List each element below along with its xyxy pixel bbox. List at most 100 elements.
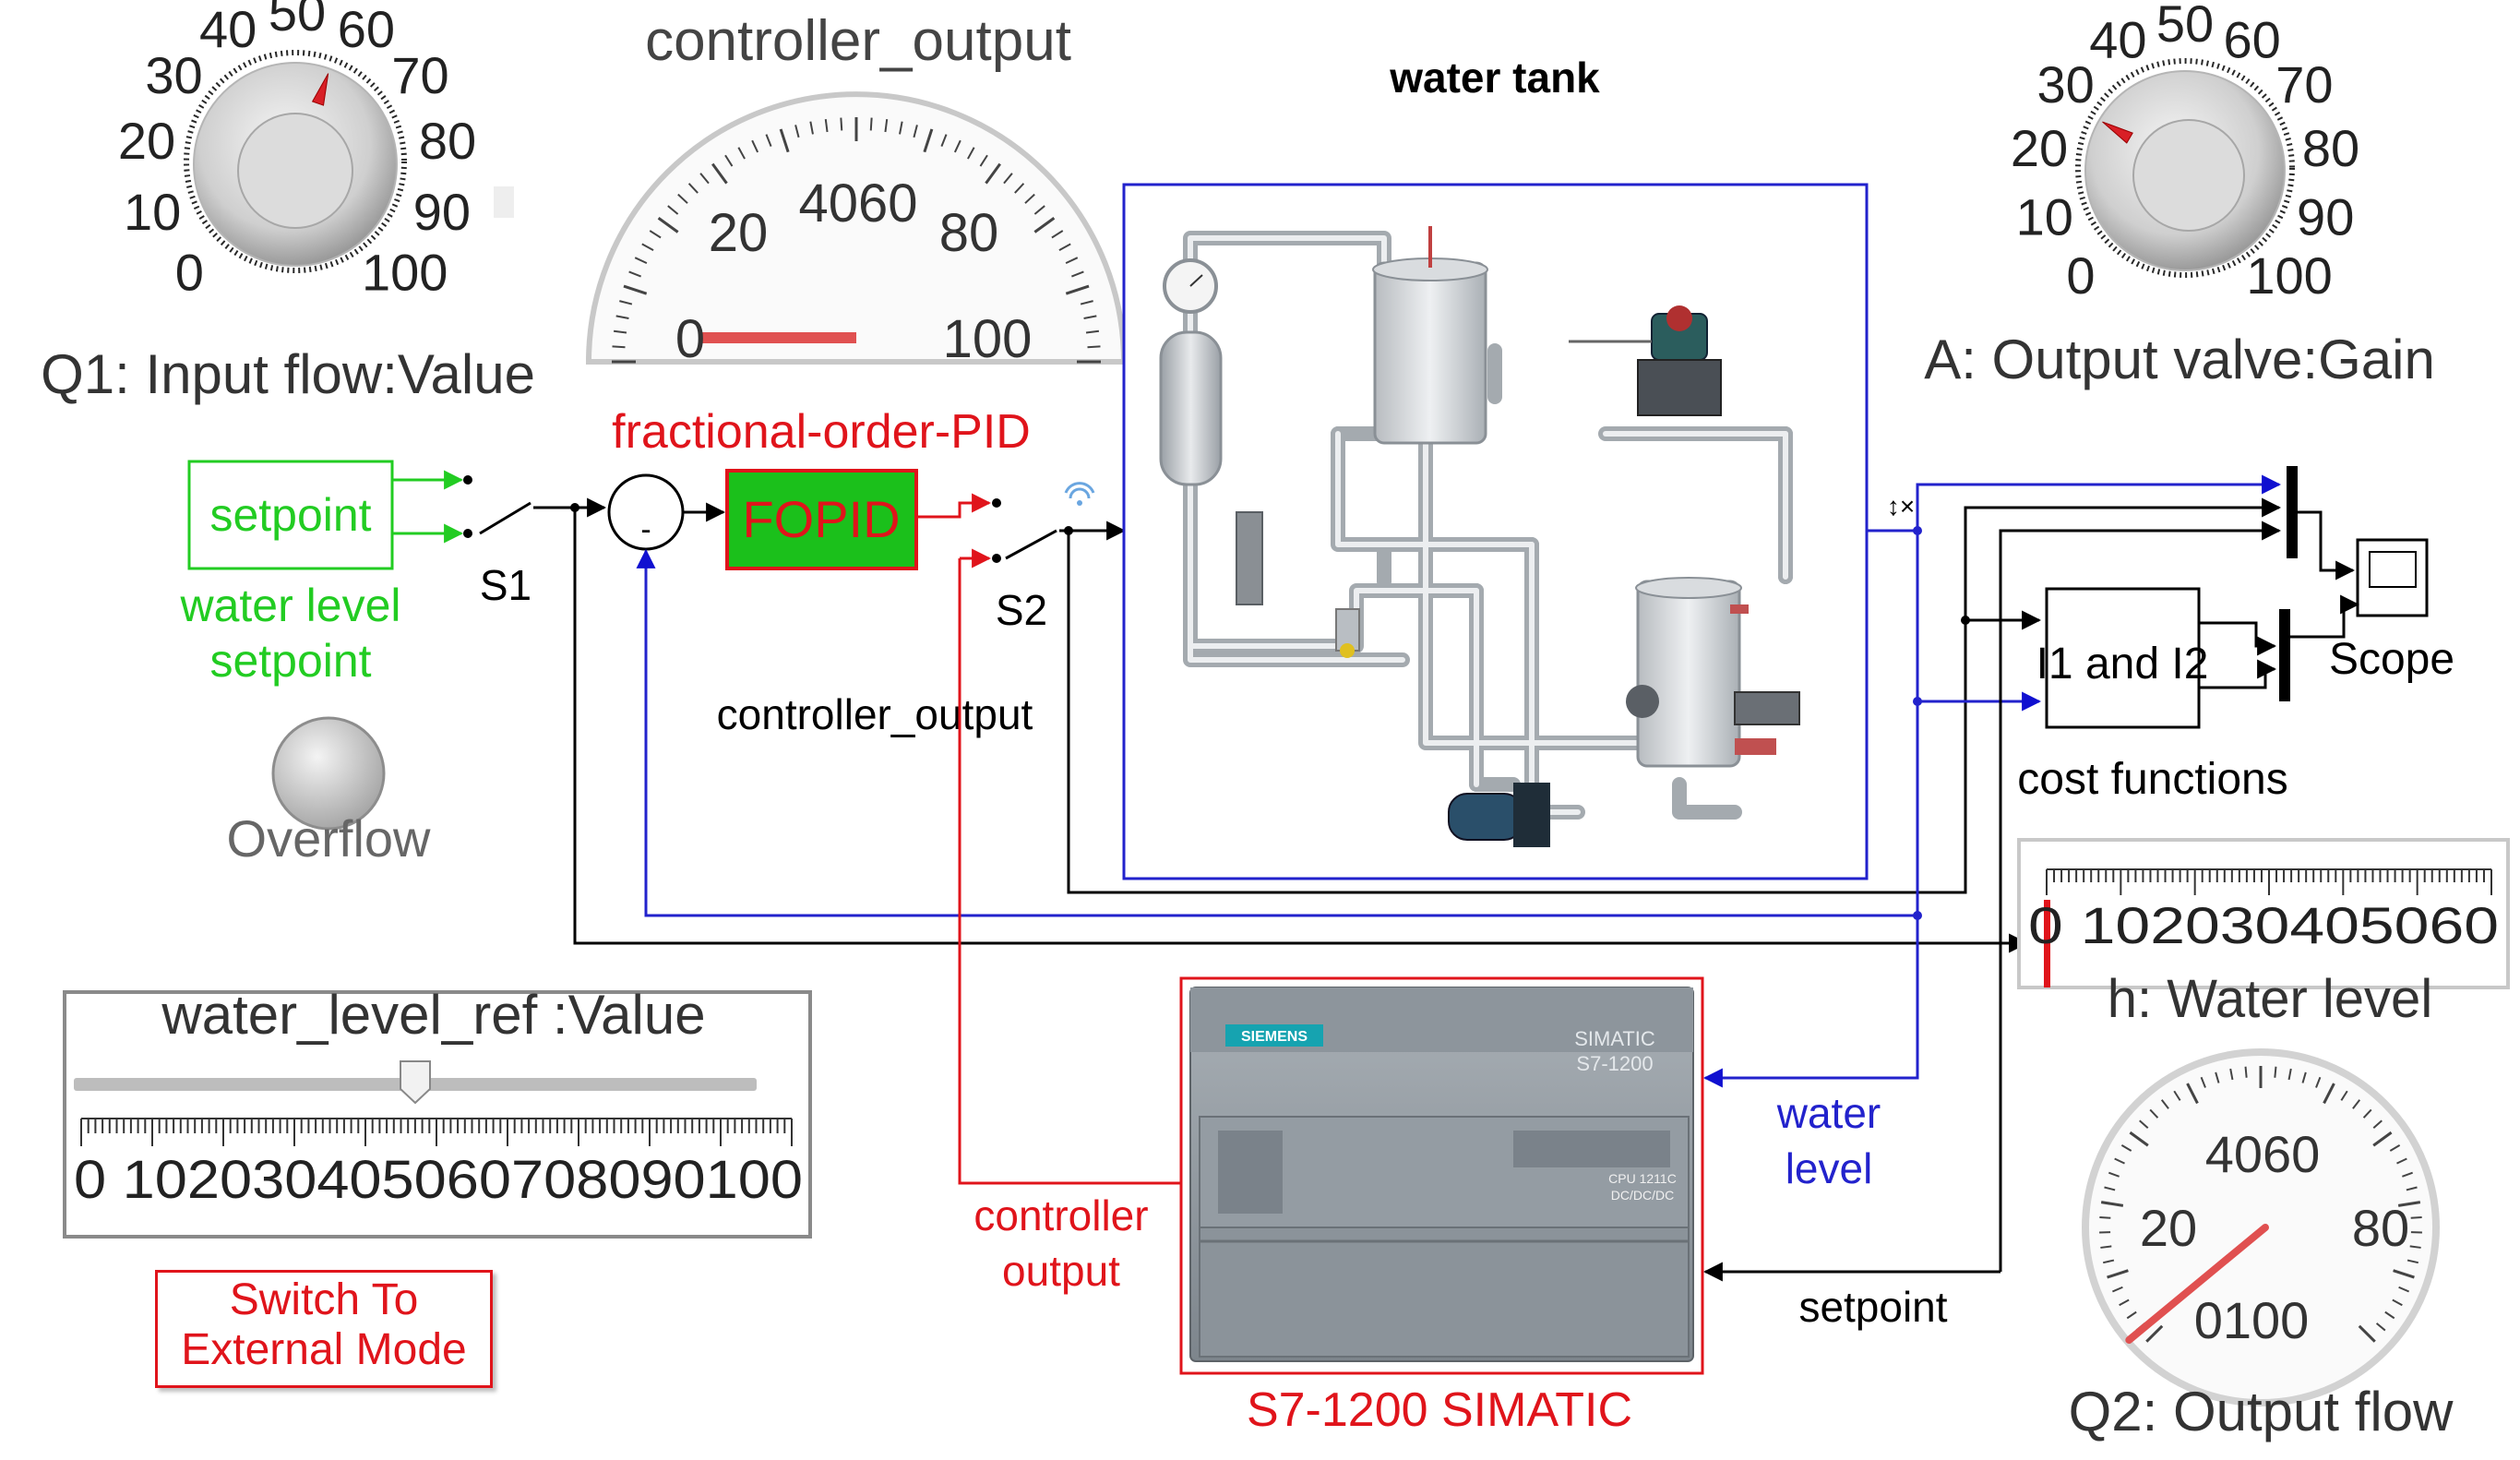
wire-cost-mux-1: [2199, 621, 2277, 656]
gauge-controller-tick-mark: [623, 284, 648, 295]
gauge-q2-tick-mark: [2145, 1324, 2164, 1343]
switch-to-external-mode-button[interactable]: Switch To External Mode: [155, 1270, 493, 1388]
gauge-controller-tick-mark: [667, 205, 679, 215]
gauge-q2-tick-mark: [2149, 1108, 2159, 1119]
gauge-controller-tick-mark: [940, 134, 948, 147]
gauge-controller-tick-mark: [1065, 257, 1079, 265]
switch-s2[interactable]: [992, 498, 1057, 563]
knob-q1-scale-ring: [184, 50, 407, 273]
slider-thumb[interactable]: [400, 1060, 431, 1105]
mux-cost[interactable]: [2279, 609, 2290, 701]
external-button-line1: Switch To: [229, 1275, 419, 1324]
gauge-q2-tick-mark: [2410, 1216, 2422, 1219]
knob-a-tick-30: 30: [2036, 55, 2094, 114]
level-meter-indicator: [2044, 900, 2050, 987]
switch-s1-terminal-top: [463, 475, 472, 485]
level-meter-frame: [2017, 838, 2510, 989]
gauge-controller-tick-mark: [1083, 315, 1097, 319]
gauge-controller-tick-mark: [1003, 173, 1013, 185]
knob-q1-tick-90: 90: [413, 183, 471, 241]
gauge-q2-tick-mark: [2215, 1071, 2220, 1083]
knob-a-tick-10: 10: [2016, 187, 2073, 245]
gauge-controller-tick-mark: [613, 329, 627, 334]
gauge-q2-tick-mark: [2120, 1144, 2132, 1152]
gauge-controller-tick-mark: [979, 154, 988, 167]
knob-a-tick-40: 40: [2089, 10, 2146, 68]
gauge-q2-tick-mark: [2398, 1286, 2410, 1293]
setpoint-caption-line1: water level: [180, 580, 401, 631]
external-button-line2: External Mode: [181, 1325, 467, 1374]
gauge-controller-tick-mark: [1014, 183, 1025, 194]
gauge-controller-tick-mark: [794, 125, 800, 138]
scope-label: Scope: [2329, 635, 2454, 684]
knob-q1-edge-shade: [494, 186, 514, 218]
setpoint-caption-line2: setpoint: [209, 635, 371, 687]
gauge-q2-tick-mark: [2402, 1171, 2413, 1178]
gauge-controller-tick-mark: [657, 217, 679, 233]
gauge-controller-tick-mark: [765, 134, 772, 147]
knob-q1-tick-80: 80: [419, 112, 476, 170]
fopid-title: fractional-order-PID: [612, 405, 1031, 459]
gauge-controller-tick-mark: [1065, 284, 1090, 295]
gauge-q2-tick-mark: [2114, 1157, 2125, 1165]
scope-block[interactable]: [2356, 538, 2429, 617]
gauge-q2-tick-mark: [2129, 1131, 2149, 1147]
gauge-q2-tick-mark: [2375, 1322, 2386, 1332]
gauge-controller-tick-mark: [628, 270, 641, 278]
switch-s1-lever: [479, 501, 531, 535]
switch-s2-label: S2: [996, 586, 1047, 634]
cost-functions-block[interactable]: [2045, 587, 2201, 729]
slider-tick-marks: [80, 1118, 793, 1146]
gauge-controller-tick-mark: [985, 162, 1001, 185]
gauge-q2-scale: [2099, 1066, 2422, 1343]
gauge-controller-tick-mark: [619, 300, 633, 305]
plc-model-line1: SIMATIC: [1574, 1027, 1655, 1050]
switch-s1-label: S1: [480, 561, 531, 609]
switch-s2-terminal-bottom: [992, 554, 1001, 563]
gauge-q2-tick-mark: [2389, 1144, 2401, 1152]
knob-a-pointer: [2102, 121, 2133, 144]
gauge-controller-tick-mark: [641, 243, 654, 251]
fopid-label: FOPID: [742, 490, 900, 548]
gauge-controller-tick-mark: [1080, 300, 1093, 305]
gauge-q2-tick-mark: [2406, 1186, 2418, 1191]
gauge-q2-tick-mark: [2396, 1157, 2407, 1165]
gauge-controller-tick-mark: [677, 193, 688, 204]
plc-cpu-line1: CPU 1211C: [1608, 1171, 1677, 1186]
water-tank-title: water tank: [1389, 54, 1600, 102]
gauge-controller-tick-mark: [824, 118, 829, 133]
gauge-q2-tick-mark: [2107, 1269, 2129, 1279]
water-tank-subsystem[interactable]: [1122, 183, 1869, 880]
gauge-q2-tick-mark: [2362, 1108, 2372, 1119]
level-meter-title: h: Water level: [2108, 969, 2432, 1029]
gauge-q2-tick-mark: [2407, 1259, 2419, 1264]
knob-q1-tick-0: 0: [175, 244, 204, 302]
setpoint-block[interactable]: [187, 460, 394, 570]
slider-tick-labels: 0 102030405060708090100: [74, 1150, 803, 1210]
gauge-q2-tick-mark: [2229, 1068, 2234, 1081]
knob-q1-hub: [237, 113, 353, 229]
gauge-q2-tick-mark: [2244, 1066, 2248, 1078]
gauge-controller-tick-0: 0: [675, 309, 705, 369]
gauge-q2-tick-mark: [2139, 1119, 2149, 1129]
switch-s1-terminal-bottom: [463, 529, 472, 538]
gauge-controller-tick-mark: [751, 139, 759, 153]
gauge-q2-tick-mark: [2119, 1298, 2130, 1307]
fopid-block[interactable]: [725, 469, 918, 570]
wire-fopid-s2: [916, 493, 992, 519]
mux-scope[interactable]: [2287, 466, 2298, 558]
gauge-q2-tick-mark: [2200, 1076, 2206, 1088]
plc-illustration: SIEMENS SIMATIC S7-1200 CPU 1211C DC/DC/…: [1189, 987, 1694, 1362]
gauge-controller-tick-mark: [612, 345, 626, 349]
knob-a-tick-50: 50: [2156, 0, 2214, 53]
gauge-controller-tick-mark: [840, 117, 843, 131]
gauge-controller-output: [585, 91, 1128, 365]
wireless-icon: [1064, 482, 1095, 506]
gauge-controller-tick-mark: [724, 154, 734, 167]
water-level-ref-slider[interactable]: [63, 990, 812, 1239]
overflow-lamp: [271, 716, 386, 831]
gauge-controller-tick-mark: [1051, 230, 1064, 239]
